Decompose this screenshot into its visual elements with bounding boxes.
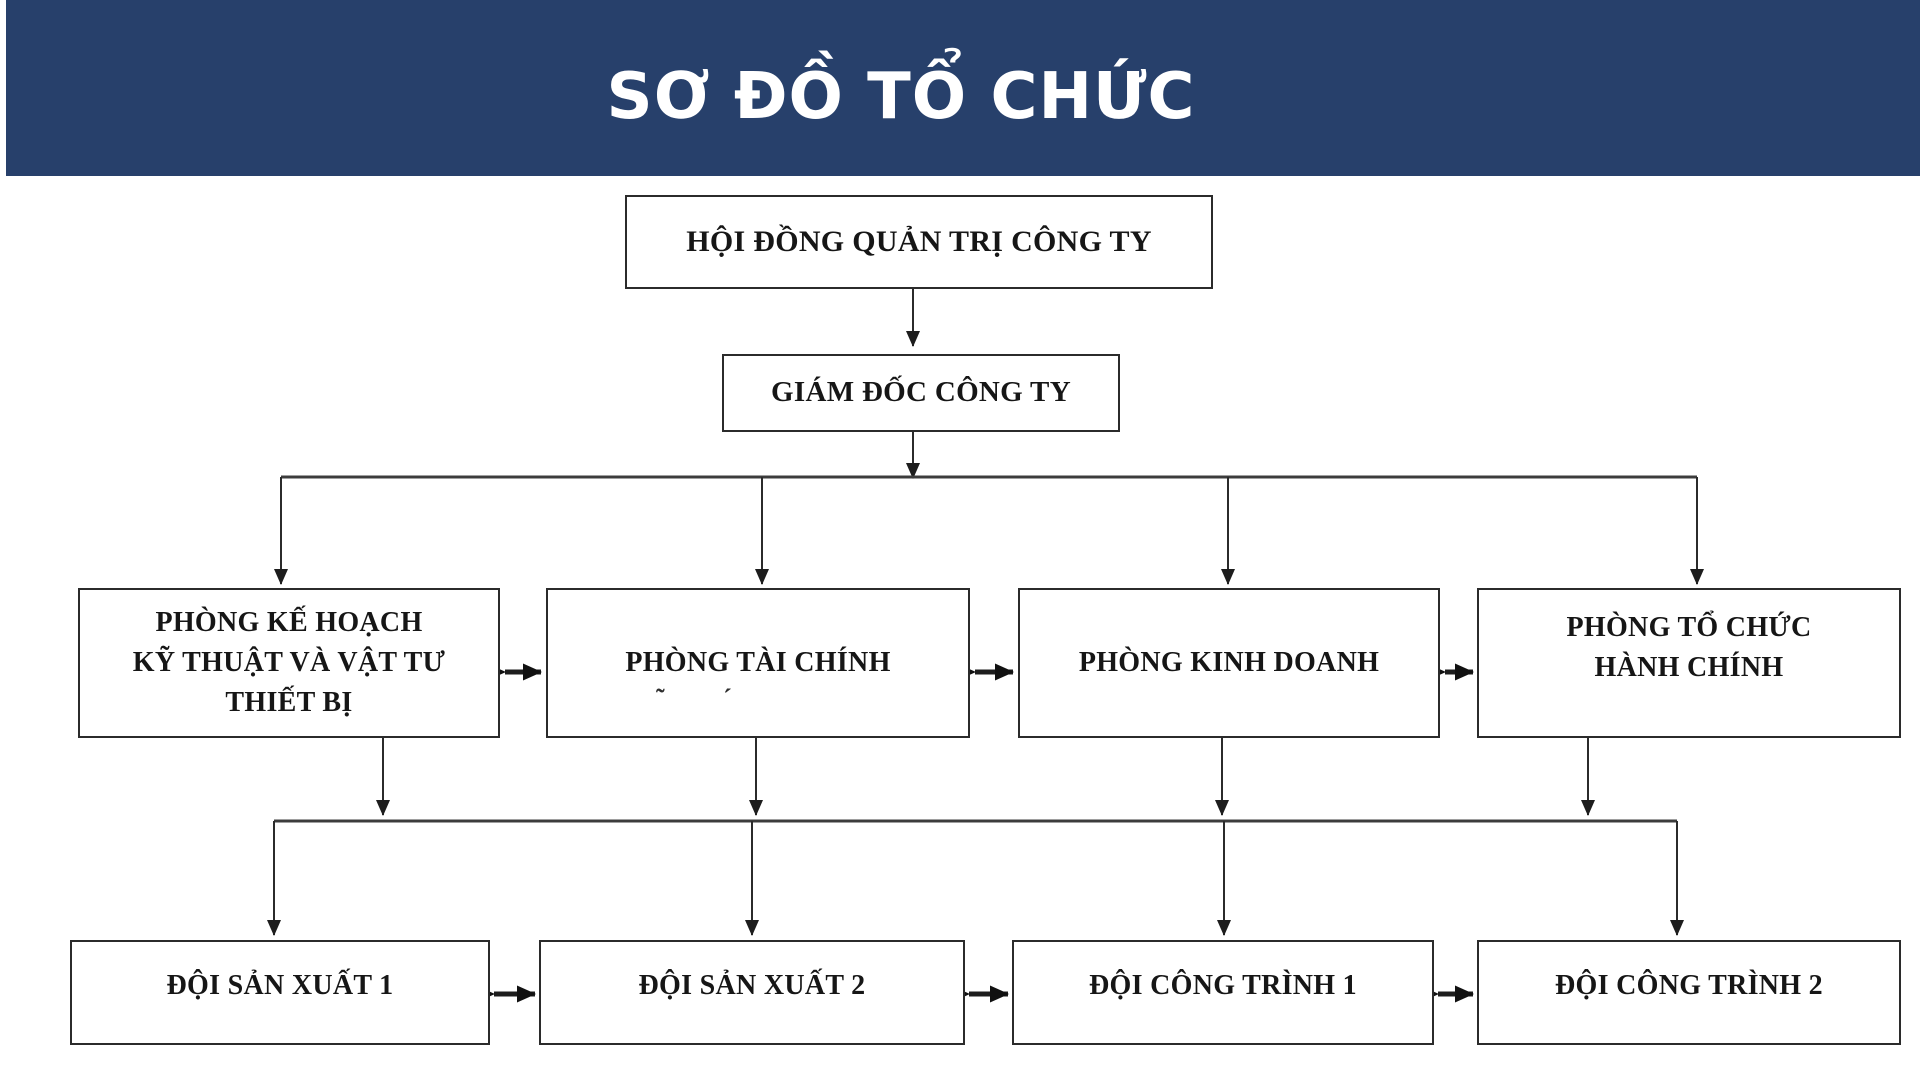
node-board-of-directors: HỘI ĐỒNG QUẢN TRỊ CÔNG TY xyxy=(625,195,1213,289)
connector-dept-bus xyxy=(267,738,1684,936)
node-dept-admin-organization: PHÒNG TỔ CHỨC HÀNH CHÍNH xyxy=(1477,588,1901,738)
node-team-construction-2: ĐỘI CÔNG TRÌNH 2 xyxy=(1477,940,1901,1045)
node-dept-business: PHÒNG KINH DOANH xyxy=(1018,588,1440,738)
node-team-construction-1: ĐỘI CÔNG TRÌNH 1 xyxy=(1012,940,1434,1045)
node-company-director: GIÁM ĐỐC CÔNG TY xyxy=(722,354,1120,432)
node-dept-finance: PHÒNG TÀI CHÍNH xyxy=(546,588,970,738)
connector-director-bus xyxy=(274,432,1704,585)
node-team-production-2: ĐỘI SẢN XUẤT 2 xyxy=(539,940,965,1045)
page-title: SƠ ĐỒ TỔ CHỨC xyxy=(606,60,1196,134)
node-dept-planning-technical-materials: PHÒNG KẾ HOẠCH KỸ THUẬT VÀ VẬT TƯ THIẾT … xyxy=(78,588,500,738)
node-team-production-1: ĐỘI SẢN XUẤT 1 xyxy=(70,940,490,1045)
stray-diacritic-artifact: ˜ ´ xyxy=(656,684,758,713)
header-banner: SƠ ĐỒ TỔ CHỨC xyxy=(6,0,1920,176)
